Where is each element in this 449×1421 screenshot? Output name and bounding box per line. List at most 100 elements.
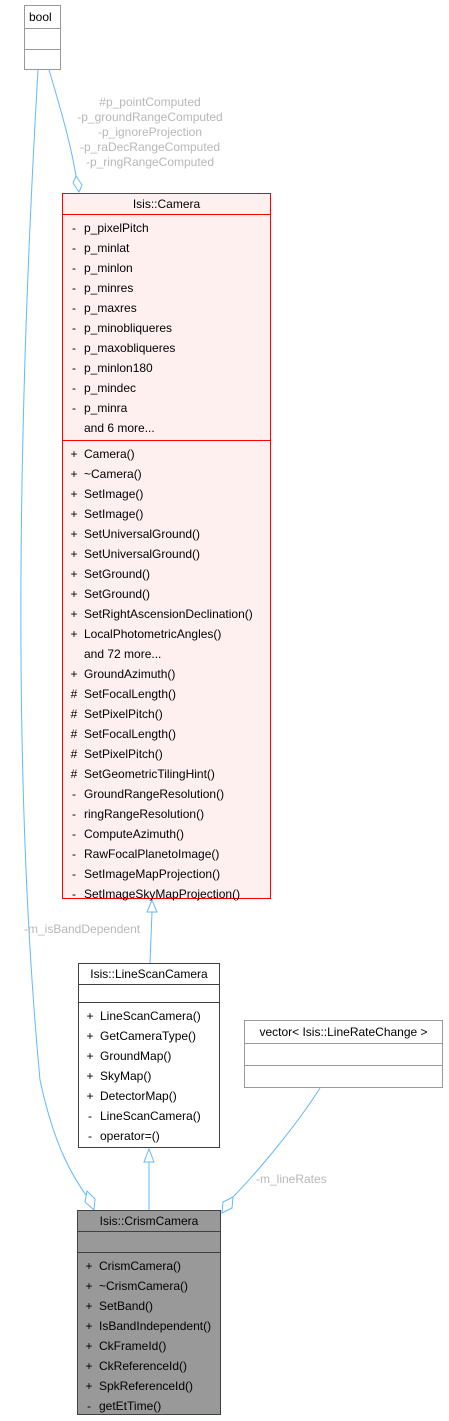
class-attributes-camera: -p_pixelPitch-p_minlat-p_minlon-p_minres… <box>63 215 270 441</box>
method-row[interactable]: +SetImage() <box>68 484 270 504</box>
class-title-bool: bool <box>25 6 60 29</box>
attribute-row[interactable]: -p_pixelPitch <box>68 218 270 238</box>
attribute-row[interactable]: -p_minlon180 <box>68 358 270 378</box>
visibility-marker: # <box>70 707 78 721</box>
method-row[interactable]: +CkReferenceId() <box>83 1356 220 1376</box>
attribute-row[interactable]: -p_minobliqueres <box>68 318 270 338</box>
class-box-vector-linerate[interactable]: vector< Isis::LineRateChange > <box>244 1020 443 1088</box>
method-row[interactable]: +SetImage() <box>68 504 270 524</box>
visibility-marker: - <box>72 241 76 255</box>
method-row[interactable]: +~Camera() <box>68 464 270 484</box>
visibility-marker: + <box>85 1259 93 1273</box>
method-row[interactable]: +SetRightAscensionDeclination() <box>68 604 270 624</box>
method-row[interactable]: +SetUniversalGround() <box>68 544 270 564</box>
method-name: SetUniversalGround() <box>84 527 201 541</box>
visibility-marker: - <box>72 807 76 821</box>
method-row[interactable]: +GroundMap() <box>84 1046 219 1066</box>
method-name: SetImageSkyMapProjection() <box>84 887 241 901</box>
method-name: LineScanCamera() <box>100 1109 201 1123</box>
method-row[interactable]: +SetGround() <box>68 564 270 584</box>
attribute-row[interactable]: -p_minres <box>68 278 270 298</box>
visibility-marker: - <box>72 867 76 881</box>
class-box-camera[interactable]: Isis::Camera -p_pixelPitch-p_minlat-p_mi… <box>62 193 271 901</box>
method-row[interactable]: -operator=() <box>84 1126 219 1146</box>
edge-label-line: #p_pointComputed <box>99 95 201 109</box>
visibility-marker: + <box>85 1379 93 1393</box>
method-name: IsBandIndependent() <box>99 1319 212 1333</box>
method-row[interactable]: and 72 more... <box>68 644 270 664</box>
class-methods-vector-linerate <box>245 1066 442 1088</box>
method-row[interactable]: -SetImageMapProjection() <box>68 864 270 884</box>
method-name: SpkReferenceId() <box>99 1379 194 1393</box>
method-row[interactable]: -SetImageSkyMapProjection() <box>68 884 270 904</box>
attribute-row[interactable]: -p_minra <box>68 398 270 418</box>
method-row[interactable]: +DetectorMap() <box>84 1086 219 1106</box>
class-methods-bool <box>25 50 60 70</box>
class-box-crismcamera[interactable]: Isis::CrismCamera +CrismCamera()+~CrismC… <box>77 1210 221 1415</box>
method-row[interactable]: +Camera() <box>68 444 270 464</box>
visibility-marker: + <box>85 1359 93 1373</box>
attribute-name: p_minlon <box>84 261 133 275</box>
method-row[interactable]: +SetBand() <box>83 1296 220 1316</box>
method-row[interactable]: + GetCameraType() <box>84 1026 219 1046</box>
aggregation-diamond-crism-left <box>84 1189 96 1212</box>
attribute-name: p_minlat <box>84 241 130 255</box>
visibility-marker: - <box>72 261 76 275</box>
attribute-name: p_pixelPitch <box>84 221 149 235</box>
edge-label-line-rates: -m_lineRates <box>256 1172 327 1186</box>
attribute-row[interactable]: -p_minlon <box>68 258 270 278</box>
method-row[interactable]: -RawFocalPlanetoImage() <box>68 844 270 864</box>
method-row[interactable]: #SetPixelPitch() <box>68 744 270 764</box>
attribute-row[interactable]: -p_maxobliqueres <box>68 338 270 358</box>
method-row[interactable]: +CkFrameId() <box>83 1336 220 1356</box>
method-name: ~CrismCamera() <box>99 1279 189 1293</box>
method-row[interactable]: +SetGround() <box>68 584 270 604</box>
attribute-row[interactable]: and 6 more... <box>68 418 270 438</box>
attribute-name: p_minra <box>84 401 128 415</box>
class-box-bool[interactable]: bool <box>24 5 61 70</box>
method-row[interactable]: -GroundRangeResolution() <box>68 784 270 804</box>
method-row[interactable]: #SetPixelPitch() <box>68 704 270 724</box>
class-attributes-bool <box>25 29 60 50</box>
method-row[interactable]: #SetGeometricTilingHint() <box>68 764 270 784</box>
method-row[interactable]: +LocalPhotometricAngles() <box>68 624 270 644</box>
attribute-row[interactable]: -p_maxres <box>68 298 270 318</box>
method-more: and 72 more... <box>84 647 162 661</box>
method-row[interactable]: +SkyMap() <box>84 1066 219 1086</box>
attribute-row[interactable]: -p_mindec <box>68 378 270 398</box>
visibility-marker: - <box>72 281 76 295</box>
method-row[interactable]: -ringRangeResolution() <box>68 804 270 824</box>
method-name: CkFrameId() <box>99 1339 167 1353</box>
attribute-name: p_mindec <box>84 381 137 395</box>
method-row[interactable]: +GroundAzimuth() <box>68 664 270 684</box>
method-name: SetGround() <box>84 587 151 601</box>
method-name: SetFocalLength() <box>84 727 177 741</box>
visibility-marker: - <box>72 887 76 901</box>
method-name: LineScanCamera() <box>100 1009 201 1023</box>
visibility-marker: + <box>70 607 78 621</box>
visibility-marker: + <box>85 1299 93 1313</box>
method-row[interactable]: -LineScanCamera() <box>84 1106 219 1126</box>
attribute-name: p_minres <box>84 281 134 295</box>
visibility-marker: # <box>70 747 78 761</box>
edge-vector-to-crism <box>229 1087 321 1201</box>
method-row[interactable]: -ComputeAzimuth() <box>68 824 270 844</box>
class-box-linescancamera[interactable]: Isis::LineScanCamera +LineScanCamera()+G… <box>78 963 220 1148</box>
edge-linescan-to-camera <box>149 911 153 964</box>
method-row[interactable]: + SpkReferenceId() <box>83 1376 220 1396</box>
method-row[interactable]: + LineScanCamera() <box>84 1006 219 1026</box>
attribute-name: p_minlon180 <box>84 361 153 375</box>
method-name: SetImage() <box>84 507 144 521</box>
visibility-marker: + <box>86 1029 94 1043</box>
method-row[interactable]: +~CrismCamera() <box>83 1276 220 1296</box>
method-name: GetCameraType() <box>100 1029 197 1043</box>
method-row[interactable]: +IsBandIndependent() <box>83 1316 220 1336</box>
method-row[interactable]: +SetUniversalGround() <box>68 524 270 544</box>
class-methods-crismcamera: +CrismCamera()+~CrismCamera()+SetBand()+… <box>78 1253 220 1418</box>
method-row[interactable]: +CrismCamera() <box>83 1256 220 1276</box>
method-row[interactable]: #SetFocalLength() <box>68 684 270 704</box>
attribute-row[interactable]: -p_minlat <box>68 238 270 258</box>
method-row[interactable]: #SetFocalLength() <box>68 724 270 744</box>
visibility-marker: + <box>86 1009 94 1023</box>
method-row[interactable]: -getEtTime() <box>83 1396 220 1416</box>
